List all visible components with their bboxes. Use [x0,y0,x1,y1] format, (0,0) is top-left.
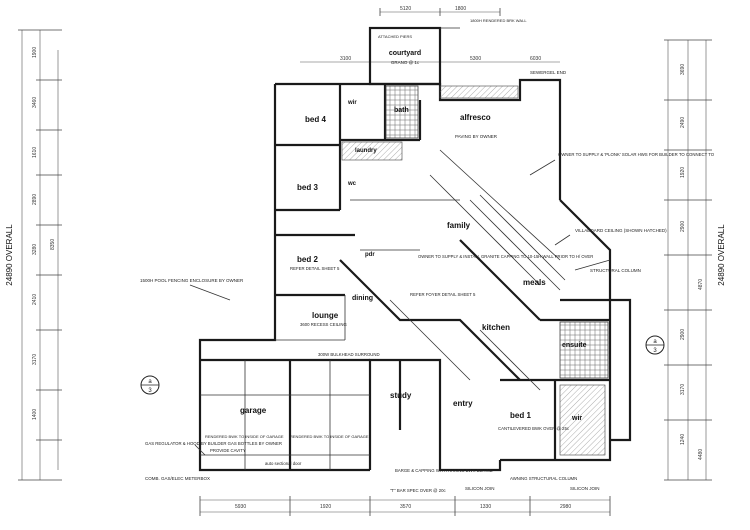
svg-text:3690: 3690 [680,64,686,75]
room-label-kitchen: kitchen [482,323,510,332]
svg-text:1920: 1920 [320,504,331,510]
note-provide-cavity: PROVIDE CAVITY [210,448,246,453]
note-meterbox: COMB. GAS/ELEC METERBOX [145,476,210,481]
svg-text:3170: 3170 [680,384,686,395]
note-silicon-join-a: SILICON JOIN [465,486,495,491]
note-owner-supply: OWNER TO SUPPLY & 'PLONK' SOLAR HWS FOR … [558,152,715,157]
note-silicon-join-b: SILICON JOIN [570,486,600,491]
svg-text:1900: 1900 [32,47,38,58]
room-label-courtyard: courtyard [389,50,421,57]
bath-tiles [385,85,419,139]
room-label-meals: meals [523,278,546,287]
note-rendered-wall: 1800H RENDERED BRK WALL [470,18,527,23]
room-label-wir-bed1: wir [571,415,582,422]
note-barge: BARGE & CAPPING WITH RAKING BWK BEHIND [395,468,493,473]
ensuite-tiles [559,321,609,379]
note-granolithic: GRANO @ 1c [391,60,420,65]
note-refer-sheet5: REFER DETAIL SHEET 5 [290,266,340,271]
svg-text:1920: 1920 [680,167,686,178]
room-label-study: study [390,391,412,400]
room-label-ensuite: ensuite [562,342,587,349]
svg-text:a: a [653,339,657,345]
room-label-pdr: pdr [365,252,375,258]
leader-lines [189,159,611,456]
svg-text:3100: 3100 [340,56,351,62]
svg-text:2410: 2410 [32,294,38,305]
room-label-bath: bath [394,107,409,114]
svg-text:1800: 1800 [455,6,466,12]
note-cantilevered: CANTILEVERED BWK OVER @ 25c [498,426,570,431]
svg-text:3: 3 [653,348,657,354]
svg-text:6030: 6030 [530,56,541,62]
section-marker-a3: a 3 [140,375,160,395]
bottom-dimension-string [199,496,611,516]
note-structural-column: STRUCTURAL COLUMN [590,268,641,273]
note-gas-regulator: GAS REGULATOR & HOOD BY BUILDER GAS BOTT… [145,441,282,446]
note-sectional-door: auto sectional door [265,461,302,466]
svg-text:3570: 3570 [400,504,411,510]
svg-text:1610: 1610 [32,147,38,158]
room-label-bed4: bed 4 [305,115,326,124]
room-label-family: family [447,221,471,230]
note-rendered-garage-b: RENDERED BWK TO INSIDE OF GARAGE [290,434,369,439]
room-label-dining: dining [352,295,373,302]
svg-text:5930: 5930 [235,504,246,510]
note-attached-piers: ATTACHED PIERS [378,34,412,39]
note-pool-fencing: 1500H POOL FENCING ENCLOSURE BY OWNER [140,278,244,283]
svg-text:4480: 4480 [698,449,704,460]
room-label-bed1: bed 1 [510,411,531,420]
room-label-wir-top: wir [347,100,357,106]
room-label-garage: garage [240,406,267,415]
note-t-bar: "T" BAR SPEC OVER @ 20c [390,488,446,493]
room-label-laundry: laundry [355,148,377,154]
outer-walls [198,78,632,472]
note-bulkhead: 300W BULKHEAD SURROUND [318,352,380,357]
note-awning: AWNING STRUCTURAL COLUMN [510,476,577,481]
note-owner-install: OWNER TO SUPPLY & INSTALL GRANITE CAPPIN… [418,254,593,259]
svg-text:1330: 1330 [480,504,491,510]
svg-text:a: a [148,379,152,385]
svg-text:2890: 2890 [32,194,38,205]
dimension-labels: 5120 1800 3100 5300 6030 1900 3460 1610 … [32,6,704,510]
room-label-bed2: bed 2 [297,255,318,264]
room-label-wc: wc [347,181,357,187]
note-lounge-ceiling: 3600 RECESS CEILING [300,322,347,327]
overall-dimension-left: 24890 OVERALL [5,224,14,286]
overall-dimension-right: 24890 OVERALL [717,224,726,286]
svg-text:3170: 3170 [32,354,38,365]
right-dimension-string [664,39,712,481]
room-label-entry: entry [453,399,473,408]
room-label-alfresco: alfresco [460,113,491,122]
note-sewer-end: SEWERGEL END [530,70,567,75]
note-paving: PAVING BY OWNER [455,134,498,139]
svg-text:2980: 2980 [560,504,571,510]
section-marker-a3-right: a 3 [645,335,665,355]
diagonal-feature-lines [350,194,566,391]
svg-text:1400: 1400 [32,409,38,420]
wir-bed1-hatch [559,384,606,456]
left-dimension-string [18,29,62,481]
note-rendered-garage-a: RENDERED BWK TO INSIDE OF GARAGE [205,434,284,439]
laundry-hatch [341,141,403,161]
note-refer-foyer: REFER FOYER DETAIL SHEET 5 [410,292,476,297]
room-label-lounge: lounge [312,311,339,320]
svg-text:1240: 1240 [680,434,686,445]
garage-structure [200,360,370,470]
svg-text:5120: 5120 [400,6,411,12]
svg-text:3: 3 [148,388,152,394]
internal-walls [200,84,610,470]
note-villaboard: VILLABOARD CEILING (SHOWN HATCHED) [575,228,667,233]
svg-text:2900: 2900 [680,329,686,340]
svg-text:2900: 2900 [680,221,686,232]
room-label-bed3: bed 3 [297,183,318,192]
svg-text:5300: 5300 [470,56,481,62]
svg-text:3460: 3460 [32,97,38,108]
svg-text:8350: 8350 [50,239,56,250]
top-dimension-string [300,8,560,63]
svg-text:2490: 2490 [680,117,686,128]
svg-text:3280: 3280 [32,244,38,255]
svg-text:4870: 4870 [698,279,704,290]
alfresco-hatch [439,85,519,99]
